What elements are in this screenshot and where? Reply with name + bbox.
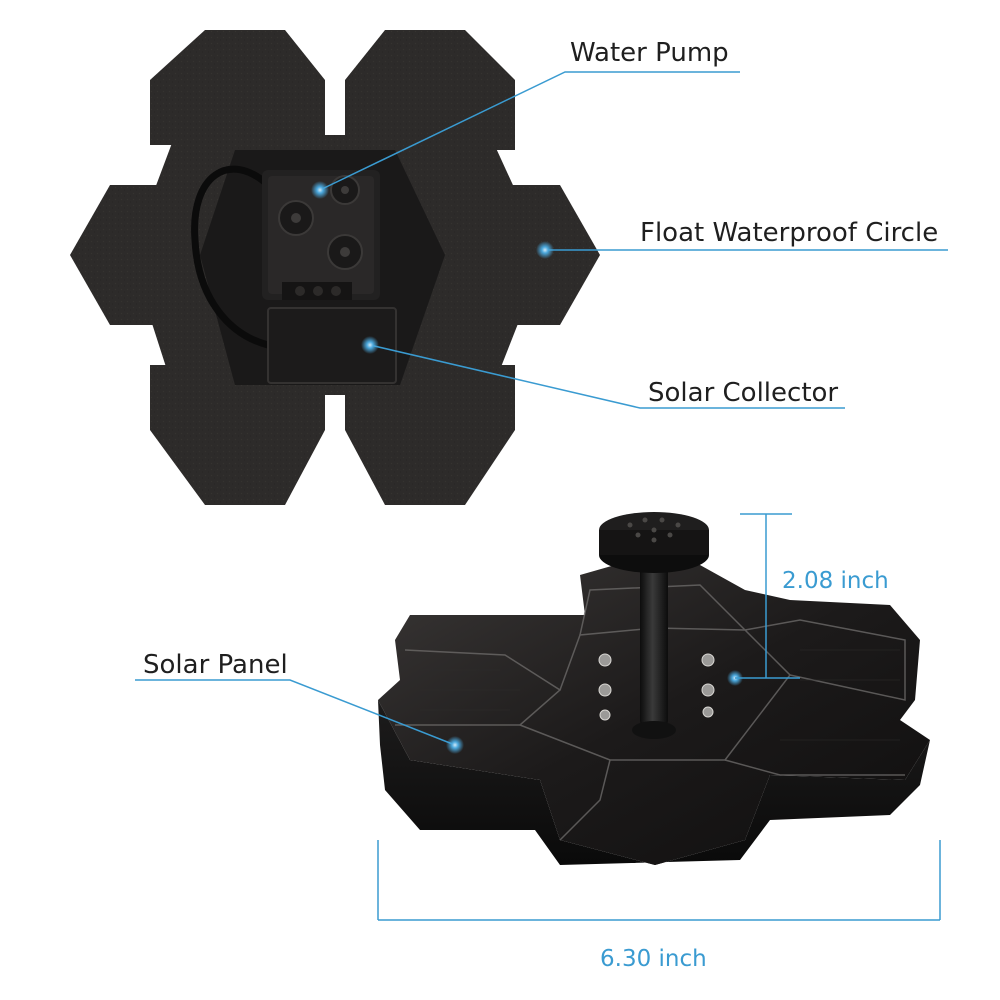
solar-panel-label: Solar Panel [143, 650, 288, 680]
height-dimension-label: 2.08 inch [782, 568, 889, 594]
water-pump [262, 170, 380, 300]
solar-collector-label: Solar Collector [648, 378, 839, 408]
solar-fountain [378, 512, 930, 865]
width-dimension-label: 6.30 inch [600, 946, 707, 972]
float-circle-label: Float Waterproof Circle [640, 218, 939, 248]
foam-float [70, 30, 600, 505]
foam-petal-bottom-left [150, 365, 325, 505]
pump-cable [191, 165, 271, 349]
foam-petal-top-right [345, 30, 515, 150]
width-dimension [377, 840, 941, 921]
callout-lines [135, 71, 948, 746]
fountain-nozzle [599, 512, 709, 573]
fountain-stem [640, 555, 668, 730]
water-pump-label: Water Pump [570, 38, 729, 68]
foam-petal-bottom-right [345, 365, 515, 505]
water-pump-leader [319, 71, 740, 191]
solar-collector-box [267, 307, 397, 384]
foam-petal-top-left [150, 30, 325, 145]
solar-panel-leader [135, 679, 456, 746]
solar-collector-leader [369, 344, 845, 409]
height-dimension [735, 513, 800, 679]
